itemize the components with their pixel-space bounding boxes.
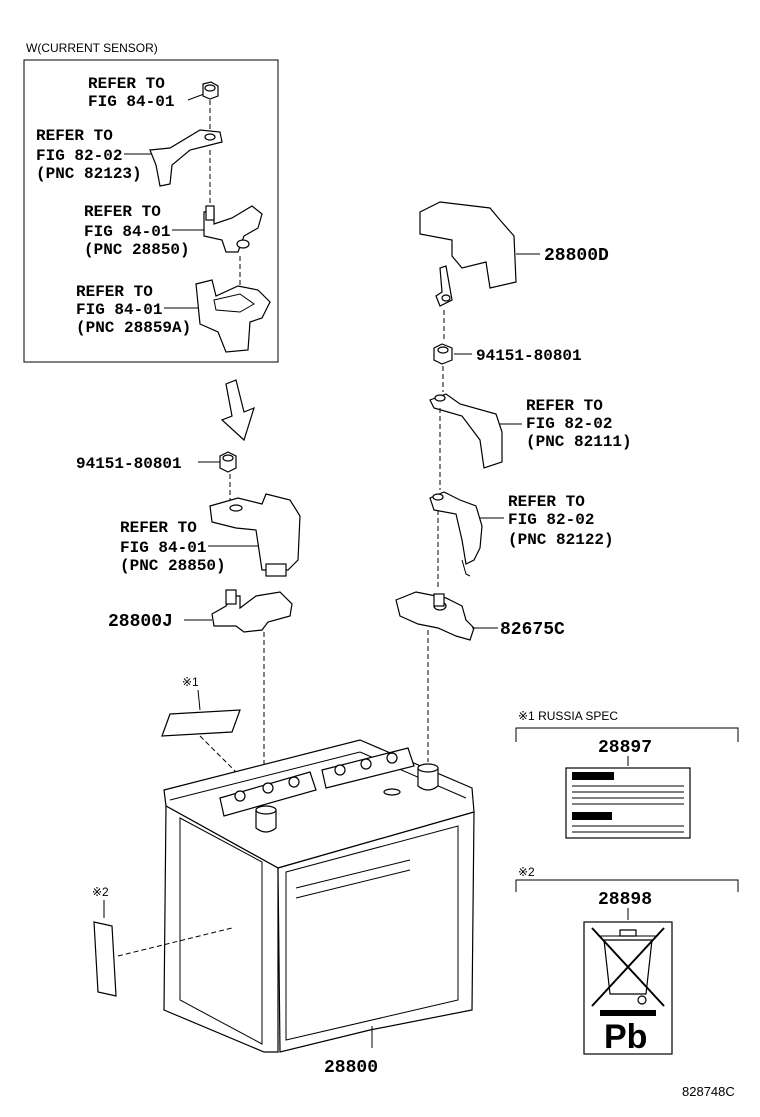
terminal-clamp <box>395 591 475 641</box>
inset-title: W(CURRENT SENSOR) <box>26 41 158 55</box>
inset-terminal <box>149 129 223 187</box>
left-ref-line2: FIG 84-01 <box>120 539 206 557</box>
inset-ref4-line2: FIG 84-01 <box>76 301 162 319</box>
part-label-recycle: 28898 <box>598 890 652 910</box>
left-ref-line1: REFER TO <box>120 519 197 537</box>
recycle-label: Pb <box>583 921 673 1056</box>
inset-ref2-line3: (PNC 82123) <box>36 165 142 183</box>
inset-ref2-line1: REFER TO <box>36 127 113 145</box>
label-sheet-2 <box>93 921 117 997</box>
inset-frame <box>23 59 279 363</box>
mark1-label: ※1 <box>182 675 199 689</box>
right-lower-ref-line2: FIG 82-02 <box>508 511 594 529</box>
inset-ref1-line1: REFER TO <box>88 75 165 93</box>
battery <box>163 739 475 1053</box>
inset-ref3-line2: FIG 84-01 <box>84 223 170 241</box>
terminal-cover <box>419 201 517 307</box>
inset-bracket <box>195 279 271 353</box>
right-upper-ref-line3: (PNC 82111) <box>526 433 632 451</box>
mark2-label: ※2 <box>92 885 109 899</box>
part-nut-right: 94151-80801 <box>476 347 582 365</box>
part-battery: 28800 <box>324 1058 378 1078</box>
figure-id: 828748C <box>682 1084 735 1099</box>
warning-label <box>565 767 691 839</box>
inset-nut <box>202 81 219 100</box>
right-upper-ref-line1: REFER TO <box>526 397 603 415</box>
part-nut-left: 94151-80801 <box>76 455 182 473</box>
part-clamp: 82675C <box>500 620 565 640</box>
left-ref-line3: (PNC 28850) <box>120 557 226 575</box>
inset-ref3-line1: REFER TO <box>84 203 161 221</box>
inset-ref4-line3: (PNC 28859A) <box>76 319 191 337</box>
recycle-pb-symbol: Pb <box>604 1018 647 1056</box>
mark2-header: ※2 <box>518 865 535 879</box>
right-upper-ref-line2: FIG 82-02 <box>526 415 612 433</box>
inset-ref1-line2: FIG 84-01 <box>88 93 174 111</box>
inset-sensor <box>203 205 263 253</box>
right-lower-ref-line3: (PNC 82122) <box>508 531 614 549</box>
inset-ref2-line2: FIG 82-02 <box>36 147 122 165</box>
nut-right <box>433 343 453 365</box>
terminal-82122 <box>429 491 483 577</box>
russia-spec-note: ※1 RUSSIA SPEC <box>518 709 618 723</box>
direction-arrow <box>220 379 255 442</box>
label-sheet-1 <box>161 709 241 737</box>
inset-ref4-line1: REFER TO <box>76 283 153 301</box>
current-sensor <box>209 493 301 577</box>
inset-ref3-line3: (PNC 28850) <box>84 241 190 259</box>
right-lower-ref-line1: REFER TO <box>508 493 585 511</box>
nut-left <box>219 451 237 473</box>
terminal-82111 <box>429 393 503 469</box>
part-cover: 28800D <box>544 246 609 266</box>
part-label-warning: 28897 <box>598 738 652 758</box>
part-sensor-bracket: 28800J <box>108 612 173 632</box>
sensor-bracket <box>211 589 293 633</box>
